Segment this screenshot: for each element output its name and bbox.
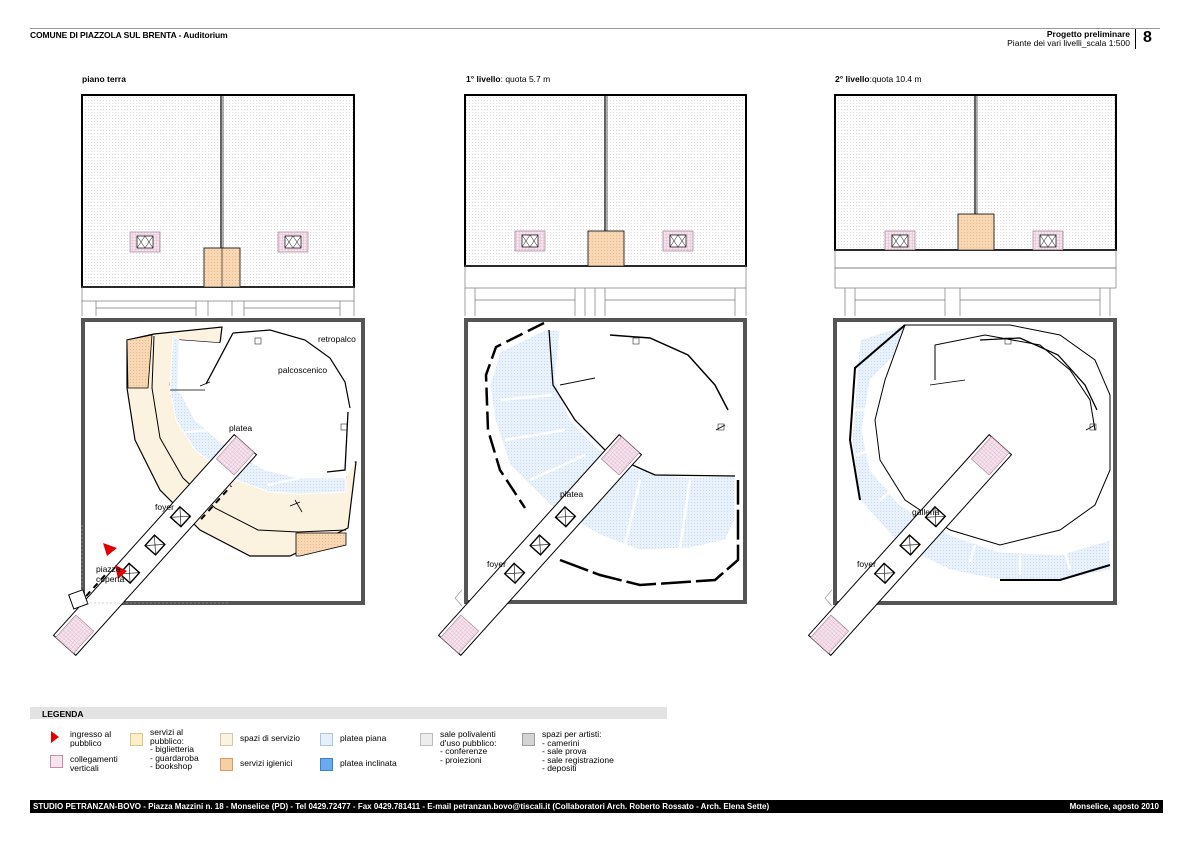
legend-vertical-line1: collegamenti bbox=[70, 754, 118, 764]
toilets-swatch bbox=[220, 758, 233, 771]
ground-entrance-arrow-1 bbox=[103, 543, 117, 556]
ground-vertical-tower bbox=[52, 433, 258, 657]
ground-stage-arc bbox=[232, 329, 351, 409]
legend-artists: spazi per artisti:- camerini- sale prova… bbox=[542, 730, 614, 773]
header-info: Progetto preliminare Piante dei vari liv… bbox=[1007, 30, 1130, 48]
legend-mp-l1: sale polivalenti bbox=[440, 729, 496, 739]
legend-ps-l5: - bookshop bbox=[150, 761, 193, 771]
label-foyer-ground: foyer bbox=[155, 502, 174, 512]
document-title: COMUNE DI PIAZZOLA SUL BRENTA - Auditori… bbox=[30, 30, 228, 40]
vertical-links-swatch bbox=[50, 755, 63, 768]
ground-upper-halls bbox=[81, 94, 355, 288]
label-retropalco: retropalco bbox=[318, 334, 356, 344]
plan-level-2 bbox=[807, 94, 1117, 657]
legend-mp-l2: d'uso pubblico: bbox=[440, 737, 497, 748]
public-services-swatch bbox=[130, 733, 143, 746]
level2-stage-arc bbox=[979, 337, 1098, 411]
label-platea-ground: platea bbox=[229, 423, 253, 433]
legend-mp-l4: - proiezioni bbox=[440, 754, 482, 765]
header-separator bbox=[1135, 29, 1136, 49]
legend-ps-l2: pubblico: bbox=[150, 735, 185, 746]
plan-title-ground: piano terra bbox=[82, 74, 126, 84]
ground-connectors bbox=[81, 286, 355, 316]
legend-ps-l1: servizi al bbox=[150, 727, 184, 737]
legend-mp-l3: - conferenze bbox=[440, 746, 488, 756]
level1-platea-seating bbox=[489, 329, 736, 551]
legend-ar-l5: - depositi bbox=[542, 763, 577, 773]
ground-service-bottom bbox=[295, 532, 347, 557]
legend-title: LEGENDA bbox=[42, 709, 84, 719]
label-galleria: galleria bbox=[912, 507, 940, 517]
plan-title-level1: 1° livello: quota 5.7 m bbox=[466, 74, 550, 84]
legend-service-spaces: spazi di servizio bbox=[240, 733, 300, 743]
level1-stage-arc bbox=[609, 334, 729, 411]
header-rule bbox=[30, 28, 1160, 29]
legend-bar bbox=[30, 707, 667, 719]
service-spaces-swatch bbox=[220, 733, 233, 746]
plan-title-ground-bold: piano terra bbox=[82, 74, 126, 84]
plan-title-level2-bold: 2° livello bbox=[835, 74, 870, 84]
ground-pillar bbox=[68, 589, 89, 610]
legend-ps-l3: - biglietteria bbox=[150, 744, 194, 754]
legend-entrance-line2: pubblico bbox=[70, 737, 102, 748]
artists-spaces-swatch bbox=[522, 733, 535, 746]
footer-studio-info: STUDIO PETRANZAN-BOVO - Piazza Mazzini n… bbox=[33, 802, 770, 811]
legend-vertical-line2: verticali bbox=[70, 762, 99, 773]
legend-ar-l2: - camerini bbox=[542, 737, 580, 748]
legend-flat-platea: platea piana bbox=[340, 733, 387, 743]
plan-title-level1-rest: : quota 5.7 m bbox=[500, 74, 551, 84]
footer-place-date: Monselice, agosto 2010 bbox=[1069, 802, 1159, 811]
flat-platea-swatch bbox=[320, 733, 333, 746]
plan-level-1 bbox=[437, 94, 747, 657]
label-coperta: coperta bbox=[96, 574, 125, 584]
project-phase: Progetto preliminare bbox=[1046, 29, 1130, 39]
legend-ar-l4: - sale registrazione bbox=[542, 754, 614, 765]
page-number: 8 bbox=[1143, 29, 1152, 46]
plan-title-level1-bold: 1° livello bbox=[466, 74, 501, 84]
legend-inclined-platea: platea inclinata bbox=[340, 758, 397, 768]
label-piazza: piazza bbox=[96, 564, 121, 574]
ground-service-left bbox=[126, 334, 153, 389]
legend-ps-l4: - guardaroba bbox=[150, 752, 199, 763]
legend-entrance-line1: ingresso al bbox=[70, 729, 112, 739]
label-palcoscenico: palcoscenico bbox=[278, 365, 328, 375]
legend-ar-l3: - sale prova bbox=[542, 746, 587, 756]
footer-bar: STUDIO PETRANZAN-BOVO - Piazza Mazzini n… bbox=[30, 800, 1163, 813]
plan-ground-floor bbox=[52, 94, 365, 657]
plan-title-level2: 2° livello:quota 10.4 m bbox=[835, 74, 922, 84]
ground-entrance-arrow-2 bbox=[115, 565, 127, 579]
multipurpose-rooms-swatch bbox=[420, 733, 433, 746]
level2-toilets-block bbox=[957, 213, 995, 251]
legend-toilets: servizi igienici bbox=[240, 758, 293, 768]
sheet-subtitle: Piante dei vari livelli_scala 1:500 bbox=[1007, 38, 1130, 48]
entrance-arrow-icon bbox=[51, 731, 59, 743]
label-platea-level1: platea bbox=[560, 489, 584, 499]
plan-title-level2-rest: :quota 10.4 m bbox=[869, 74, 922, 84]
level1-toilets-block bbox=[587, 230, 625, 267]
label-foyer-level1: foyer bbox=[487, 559, 506, 569]
inclined-platea-swatch bbox=[320, 758, 333, 771]
legend-ar-l1: spazi per artisti: bbox=[542, 729, 602, 739]
label-foyer-level2: foyer bbox=[857, 559, 876, 569]
